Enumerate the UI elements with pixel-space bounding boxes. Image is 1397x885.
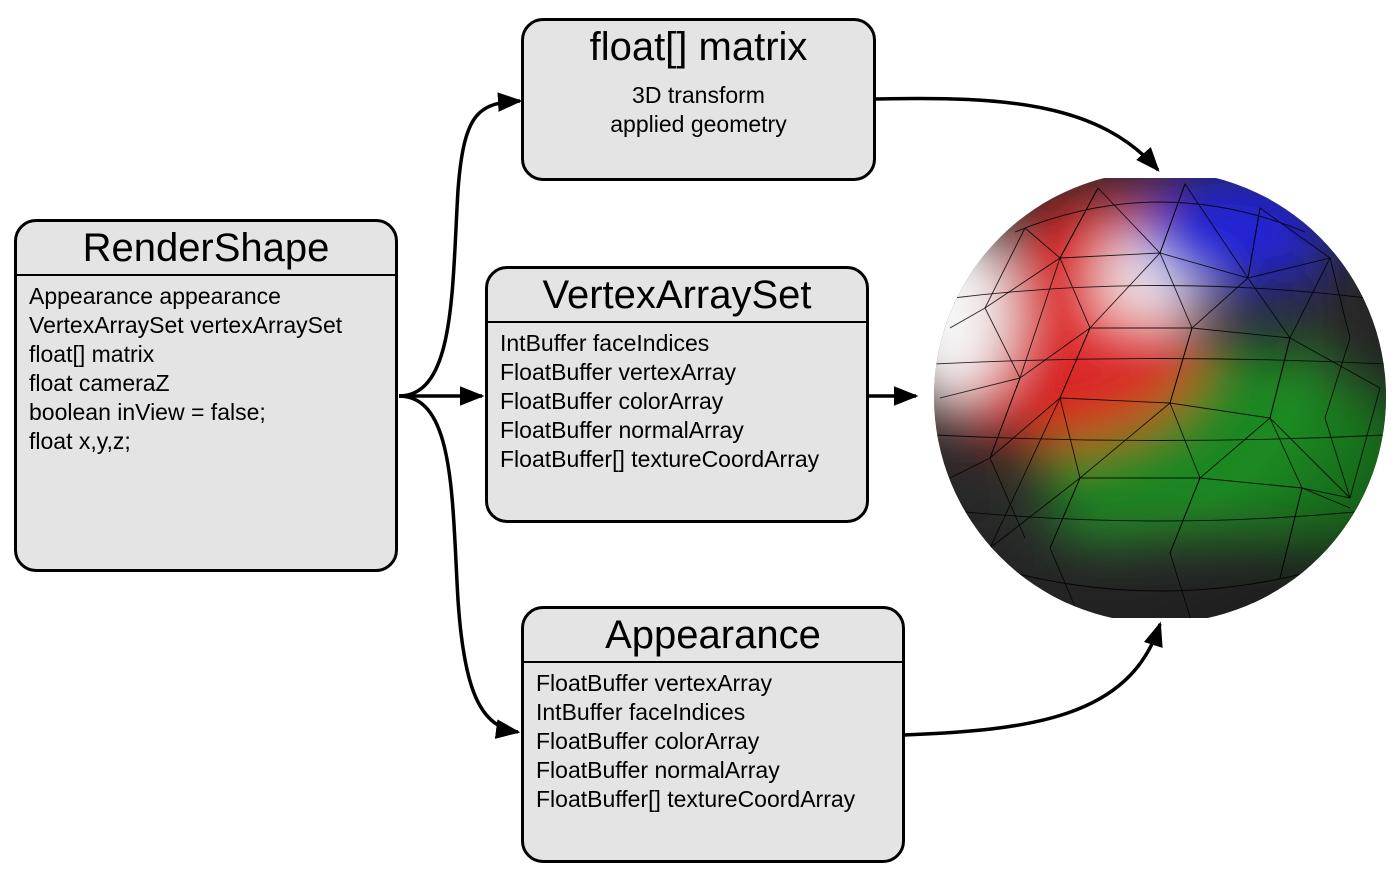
matrix-description-line: applied geometry bbox=[610, 111, 787, 137]
matrix-description: 3D transform applied geometry bbox=[524, 73, 873, 139]
matrix-description-line: 3D transform bbox=[632, 82, 765, 108]
appearance-title: Appearance bbox=[524, 609, 902, 663]
appearance-box: Appearance FloatBuffer vertexArray IntBu… bbox=[521, 606, 905, 863]
appearance-fields: FloatBuffer vertexArray IntBuffer faceIn… bbox=[524, 663, 902, 814]
rendered-sphere bbox=[934, 178, 1386, 618]
vertexarrayset-box: VertexArraySet IntBuffer faceIndices Flo… bbox=[485, 266, 869, 523]
matrix-box: float[] matrix 3D transform applied geom… bbox=[521, 18, 876, 181]
vertexarrayset-field: FloatBuffer colorArray bbox=[500, 388, 724, 414]
rendershape-field: float[] matrix bbox=[29, 341, 155, 367]
appearance-field: IntBuffer faceIndices bbox=[536, 699, 746, 725]
vertexarrayset-fields: IntBuffer faceIndices FloatBuffer vertex… bbox=[488, 323, 866, 474]
sphere-mesh bbox=[934, 183, 1386, 618]
rendershape-box: RenderShape Appearance appearance Vertex… bbox=[14, 219, 398, 572]
rendershape-field: VertexArraySet vertexArraySet bbox=[29, 312, 343, 338]
rendershape-field: boolean inView = false; bbox=[29, 399, 266, 425]
vertexarrayset-field: FloatBuffer normalArray bbox=[500, 417, 744, 443]
rendershape-field: Appearance appearance bbox=[29, 283, 281, 309]
vertexarrayset-title: VertexArraySet bbox=[488, 269, 866, 323]
sphere-shading bbox=[934, 178, 1386, 618]
rendershape-title: RenderShape bbox=[17, 222, 395, 276]
rendershape-field: float cameraZ bbox=[29, 370, 170, 396]
rendershape-fields: Appearance appearance VertexArraySet ver… bbox=[17, 276, 395, 456]
matrix-title: float[] matrix bbox=[589, 25, 808, 69]
arrow-rendershape-to-appearance bbox=[398, 394, 521, 739]
vertexarrayset-field: FloatBuffer[] textureCoordArray bbox=[500, 446, 820, 472]
arrow-rendershape-to-matrix bbox=[398, 92, 523, 398]
appearance-field: FloatBuffer vertexArray bbox=[536, 670, 773, 696]
appearance-field: FloatBuffer colorArray bbox=[536, 728, 760, 754]
appearance-field: FloatBuffer normalArray bbox=[536, 757, 780, 783]
arrow-appearance-to-sphere bbox=[903, 621, 1163, 737]
arrow-matrix-to-sphere bbox=[875, 96, 1160, 172]
rendershape-field: float x,y,z; bbox=[29, 428, 131, 454]
vertexarrayset-field: IntBuffer faceIndices bbox=[500, 330, 710, 356]
appearance-field: FloatBuffer[] textureCoordArray bbox=[536, 786, 856, 812]
vertexarrayset-field: FloatBuffer vertexArray bbox=[500, 359, 737, 385]
